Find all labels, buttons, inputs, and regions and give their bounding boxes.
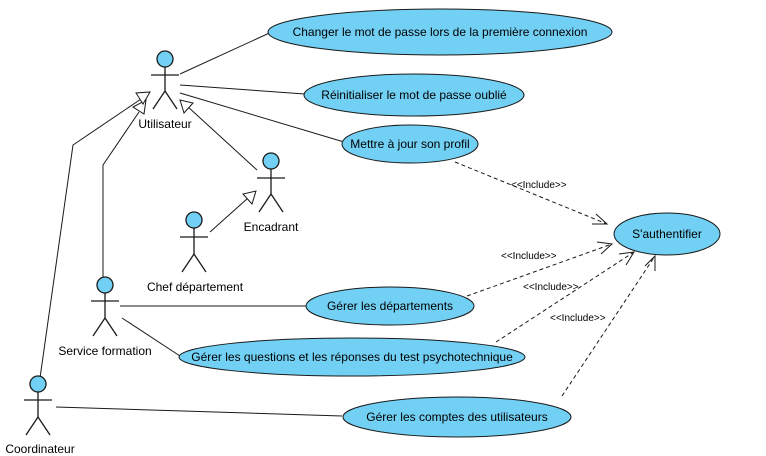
- include-dependencies: <<Include>> <<Include>> <<Include>> <<In…: [454, 161, 656, 397]
- include-line-departements: [466, 243, 613, 297]
- gen-service-formation-utilisateur: [102, 111, 140, 278]
- usecase-reinitialiser-mdp[interactable]: Réinitialiser le mot de passe oublié: [303, 73, 525, 117]
- usecase-label: S'authentifier: [632, 227, 702, 241]
- include-line-questions: [495, 251, 635, 343]
- include-arrow-profil: [592, 213, 609, 225]
- generalizations: [39, 91, 258, 379]
- usecase-ellipse: [303, 73, 525, 117]
- usecase-label: Réinitialiser le mot de passe oublié: [321, 88, 507, 102]
- usecase-label: Changer le mot de passe lors de la premi…: [293, 25, 588, 39]
- usecase-gerer-departements[interactable]: Gérer les départements: [305, 286, 475, 326]
- actor-label: Coordinateur: [5, 442, 74, 456]
- actor-label: Utilisateur: [138, 117, 191, 131]
- actor-head: [96, 276, 114, 294]
- include-line-comptes: [561, 255, 656, 397]
- usecase-ellipse: [341, 124, 479, 164]
- include-label-profil: <<Include>>: [511, 180, 567, 191]
- usecase-mettre-a-jour-profil[interactable]: Mettre à jour son profil: [341, 124, 479, 164]
- include-arrow-comptes: [644, 254, 656, 271]
- use-cases: Changer le mot de passe lors de la premi…: [178, 8, 721, 438]
- usecase-gerer-questions[interactable]: Gérer les questions et les réponses du t…: [178, 337, 526, 377]
- actor-coordinateur[interactable]: Coordinateur: [5, 375, 75, 456]
- usecase-label: Gérer les comptes des utilisateurs: [366, 410, 547, 424]
- actor-label: Encadrant: [244, 220, 299, 234]
- actor-head: [185, 211, 203, 229]
- usecase-label: Gérer les départements: [327, 299, 453, 313]
- actor-head: [156, 50, 174, 68]
- gen-arrowhead-coordinateur: [135, 91, 151, 105]
- actor-service-formation[interactable]: Service formation: [58, 276, 152, 358]
- include-arrow-departements: [596, 241, 614, 255]
- gen-coordinateur-utilisateur: [39, 98, 142, 379]
- actors: Utilisateur Encadrant Chef département S…: [5, 50, 299, 456]
- include-label-comptes: <<Include>>: [550, 313, 606, 324]
- assoc-service-formation-gerer-questions: [121, 317, 181, 357]
- usecase-authentifier[interactable]: S'authentifier: [613, 212, 721, 256]
- actor-chef-departement[interactable]: Chef département: [147, 211, 244, 294]
- gen-encadrant-utilisateur: [186, 105, 258, 171]
- actor-utilisateur[interactable]: Utilisateur: [138, 50, 192, 131]
- usecase-ellipse: [305, 286, 475, 326]
- usecase-changer-mdp[interactable]: Changer le mot de passe lors de la premi…: [267, 8, 613, 56]
- include-label-departements: <<Include>>: [501, 251, 557, 262]
- gen-arrowhead-encadrant: [179, 99, 194, 114]
- usecase-label: Gérer les questions et les réponses du t…: [191, 350, 513, 364]
- include-label-questions: <<Include>>: [523, 282, 579, 293]
- assoc-utilisateur-reinitialiser-mdp: [179, 84, 306, 95]
- gen-arrowhead-chef: [242, 190, 257, 205]
- include-arrow-questions: [618, 251, 635, 266]
- associations: [55, 29, 345, 417]
- actor-head: [262, 152, 280, 170]
- usecase-gerer-comptes[interactable]: Gérer les comptes des utilisateurs: [342, 396, 572, 438]
- assoc-coordinateur-gerer-comptes: [55, 406, 343, 417]
- usecase-ellipse: [267, 8, 613, 56]
- usecase-ellipse: [613, 212, 721, 256]
- actor-head: [29, 375, 47, 393]
- include-line-profil: [454, 161, 608, 225]
- actor-label: Chef département: [147, 280, 244, 294]
- usecase-ellipse: [342, 396, 572, 438]
- usecase-ellipse: [178, 337, 526, 377]
- usecase-label: Mettre à jour son profil: [350, 137, 469, 151]
- actor-label: Service formation: [58, 344, 151, 358]
- actor-encadrant[interactable]: Encadrant: [244, 152, 299, 234]
- gen-chef-encadrant: [209, 197, 249, 233]
- assoc-utilisateur-mettre-a-jour-profil: [179, 92, 345, 143]
- assoc-utilisateur-changer-mdp: [179, 29, 277, 75]
